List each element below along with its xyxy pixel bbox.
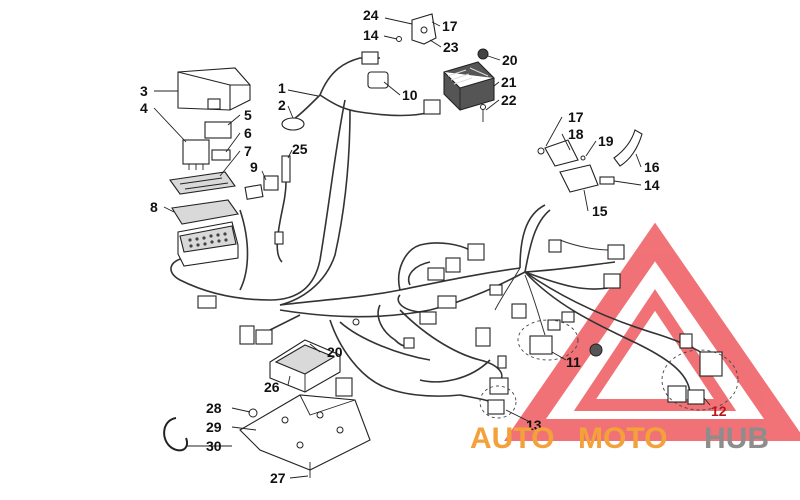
callout-17-right: 17 (568, 109, 584, 125)
callout-20-bottom: 20 (327, 344, 343, 360)
watermark-triangle-logo (504, 222, 800, 441)
mounting-plate (239, 394, 371, 471)
oxygen-sensor (274, 155, 291, 263)
callout-6: 6 (244, 125, 252, 141)
callout-25: 25 (292, 141, 308, 157)
watermark-auto: AUTO (470, 422, 554, 455)
fuse-box-base (171, 199, 239, 267)
watermark-text: AUTO MOTO HUB (470, 422, 769, 455)
detail-circle-11 (517, 319, 579, 361)
callout-13: 13 (526, 417, 542, 433)
callout-18: 18 (568, 126, 584, 142)
bracket-top (396, 13, 489, 60)
connector-10 (361, 51, 441, 115)
callout-29: 29 (206, 419, 222, 435)
callout-11: 11 (566, 354, 581, 370)
connector-9 (244, 175, 279, 200)
callout-7: 7 (244, 143, 252, 159)
mini-relay (204, 121, 232, 139)
detail-circle-13 (479, 385, 517, 419)
callout-30: 30 (206, 438, 222, 454)
leader-lines (153, 17, 711, 479)
clamp-ring (163, 417, 188, 452)
callout-3: 3 (140, 83, 148, 99)
callout-4: 4 (140, 100, 148, 116)
callout-15: 15 (592, 203, 608, 219)
callout-5: 5 (244, 107, 252, 123)
ecu-unit (269, 339, 341, 393)
callout-19: 19 (598, 133, 614, 149)
callout-12: 12 (711, 403, 727, 419)
callout-17-top: 17 (442, 18, 458, 34)
callout-9: 9 (250, 159, 258, 175)
harness-connectors (197, 239, 723, 415)
callout-22: 22 (501, 92, 517, 108)
callout-28: 28 (206, 400, 222, 416)
callout-8: 8 (150, 199, 158, 215)
callout-labels: 1 2 3 4 5 6 7 8 9 25 10 24 14 17 23 20 2… (140, 7, 727, 486)
callout-23: 23 (443, 39, 459, 55)
sensor-bracket (537, 129, 643, 193)
callout-27: 27 (270, 470, 286, 486)
watermark-hub: HUB (704, 422, 769, 455)
voltage-regulator (443, 61, 495, 122)
grommet (281, 117, 305, 131)
callout-24: 24 (363, 7, 379, 23)
fuse-box-cover (177, 67, 251, 111)
relay (182, 139, 210, 170)
callout-1: 1 (278, 80, 286, 96)
callout-14-right: 14 (644, 177, 660, 193)
detail-circle-12 (661, 349, 739, 411)
callout-20-top: 20 (502, 52, 518, 68)
main-harness (170, 57, 716, 406)
callout-16: 16 (644, 159, 660, 175)
callout-10: 10 (402, 87, 418, 103)
callout-14-top: 14 (363, 27, 379, 43)
watermark-moto: MOTO (578, 422, 667, 455)
callout-2: 2 (278, 97, 286, 113)
callout-21: 21 (501, 74, 517, 90)
fuse-strip (169, 149, 236, 195)
callout-26: 26 (264, 379, 280, 395)
